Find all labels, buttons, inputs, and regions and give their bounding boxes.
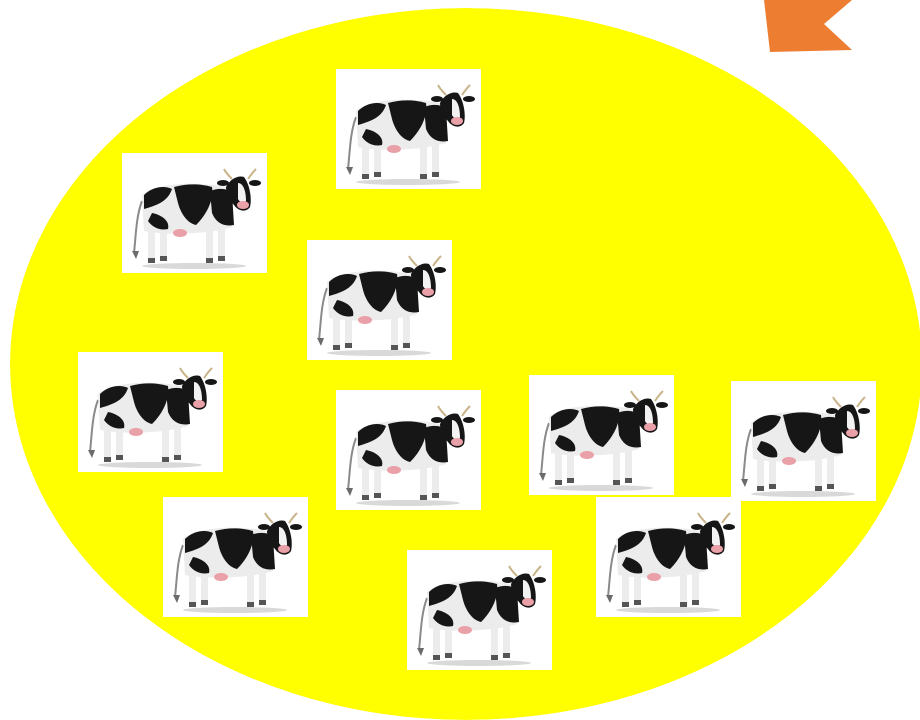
cow-icon [529, 375, 674, 495]
cow-icon [163, 497, 308, 617]
cow-icon [336, 69, 481, 189]
cow-picture [731, 381, 876, 501]
cow-icon [307, 240, 452, 360]
orange-arrow-shape [764, 0, 854, 52]
cow-picture [163, 497, 308, 617]
cow-picture [529, 375, 674, 495]
cow-picture [122, 153, 267, 273]
cow-icon [336, 390, 481, 510]
cow-picture [307, 240, 452, 360]
cow-icon [78, 352, 223, 472]
cow-icon [407, 550, 552, 670]
cow-icon [122, 153, 267, 273]
cow-picture [78, 352, 223, 472]
cow-picture [336, 69, 481, 189]
cow-picture [336, 390, 481, 510]
cow-icon [596, 497, 741, 617]
cow-picture [596, 497, 741, 617]
cow-icon [731, 381, 876, 501]
cow-picture [407, 550, 552, 670]
